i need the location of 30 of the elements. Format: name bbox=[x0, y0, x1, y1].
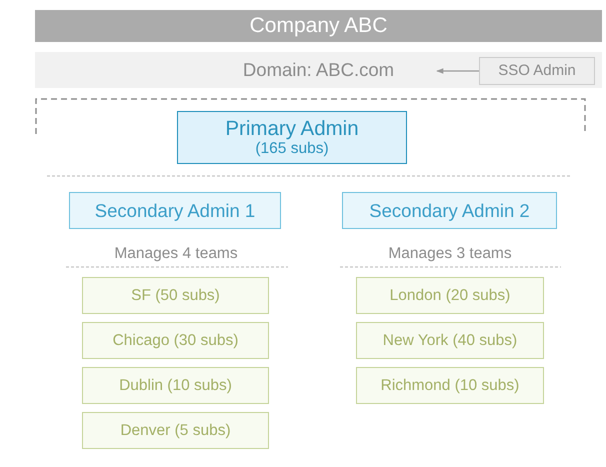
team-box bbox=[356, 367, 544, 404]
box-title: Primary Admin bbox=[225, 116, 359, 140]
team-box bbox=[356, 277, 544, 314]
box-label: SSO Admin bbox=[498, 62, 576, 80]
team-box bbox=[82, 367, 269, 404]
box-label: Secondary Admin 2 bbox=[369, 200, 530, 222]
box-label: Secondary Admin 1 bbox=[94, 200, 256, 222]
caption-text: Manages 3 teams bbox=[388, 245, 512, 263]
box-label: New York (40 subs) bbox=[382, 332, 518, 350]
team-box bbox=[356, 322, 544, 359]
arrow bbox=[436, 68, 479, 74]
box-label: SF (50 subs) bbox=[131, 286, 220, 304]
box-subtitle: (165 subs) bbox=[255, 140, 329, 158]
admin-box bbox=[342, 192, 557, 229]
band-title: Company ABC bbox=[250, 14, 388, 38]
header-band bbox=[35, 10, 602, 42]
caption-text: Manages 4 teams bbox=[114, 245, 238, 263]
team-box bbox=[82, 412, 269, 449]
admin-box bbox=[69, 192, 281, 229]
domain-band bbox=[35, 52, 602, 88]
box-label: Richmond (10 subs) bbox=[380, 376, 520, 394]
box-label: London (20 subs) bbox=[390, 286, 510, 304]
admin-box bbox=[479, 57, 595, 85]
team-box bbox=[82, 277, 269, 314]
team-box bbox=[82, 322, 269, 359]
admin-box bbox=[177, 111, 407, 164]
box-label: Denver (5 subs) bbox=[120, 422, 231, 440]
band-text: Domain: ABC.com bbox=[242, 59, 394, 81]
box-label: Dublin (10 subs) bbox=[119, 376, 232, 394]
box-label: Chicago (30 subs) bbox=[112, 332, 238, 350]
